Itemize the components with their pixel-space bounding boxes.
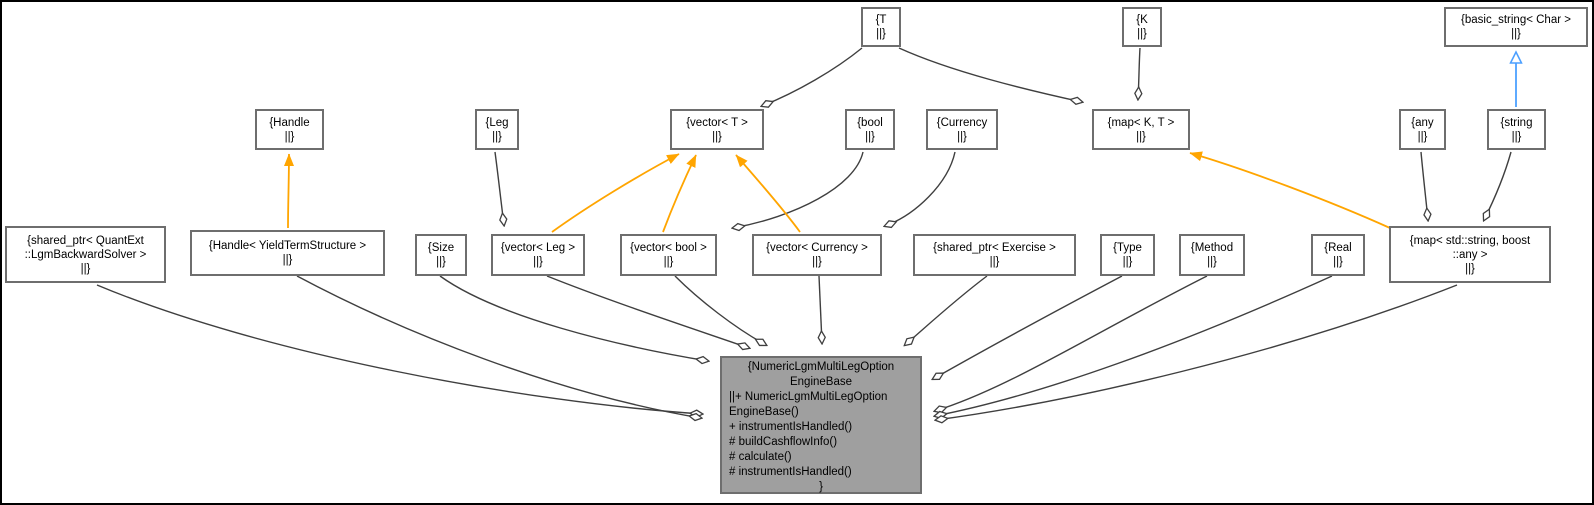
edge-t-to-map-kt xyxy=(898,47,1082,102)
central-line: EngineBase xyxy=(789,376,853,388)
edge-sharedptr-lgm-to-central xyxy=(96,284,702,414)
edge-real-to-central xyxy=(935,275,1333,416)
edge-vector-bool-to-central xyxy=(674,275,766,345)
central-line: } xyxy=(819,481,823,493)
node-handle[interactable]: {Handle ||} xyxy=(255,109,324,150)
edge-vector-currency-to-central xyxy=(819,275,822,343)
edge-type-to-central xyxy=(933,275,1123,379)
edge-handle-yts-to-central xyxy=(296,275,701,418)
node-vector-leg[interactable]: {vector< Leg > ||} xyxy=(491,234,585,276)
central-line: # calculate() xyxy=(729,451,792,463)
node-string[interactable]: {string ||} xyxy=(1487,109,1546,150)
node-vector-t[interactable]: {vector< T > ||} xyxy=(670,109,764,150)
edge-string-to-map-ss xyxy=(1484,151,1512,220)
node-vector-bool[interactable]: {vector< bool > ||} xyxy=(620,234,717,276)
central-line: {NumericLgmMultiLegOption xyxy=(747,361,895,373)
edge-map-ss-to-map-kt xyxy=(1189,151,1391,229)
node-basic-string[interactable]: {basic_string< Char > ||} xyxy=(1444,7,1588,47)
edge-bool-to-vector-bool xyxy=(733,151,864,228)
edge-method-to-central xyxy=(935,275,1208,411)
central-line: + instrumentIsHandled() xyxy=(729,421,853,433)
node-map-std-string-boost-any[interactable]: {map< std::string, boost ::any > ||} xyxy=(1389,226,1551,283)
edge-vector-currency-to-vector-t xyxy=(735,154,801,233)
edge-vector-leg-to-central xyxy=(546,275,749,348)
edge-vector-leg-to-vector-t xyxy=(551,153,680,233)
edge-map-ss-to-central xyxy=(936,284,1458,420)
node-type[interactable]: {Type ||} xyxy=(1100,234,1155,276)
central-line: EngineBase() xyxy=(729,406,799,418)
node-handle-yield-term-structure[interactable]: {Handle< YieldTermStructure > ||} xyxy=(190,230,385,276)
edge-size-to-central xyxy=(439,275,708,361)
node-numeric-lgm-multi-leg-option-engine-base: {NumericLgmMultiLegOption EngineBase ||+… xyxy=(720,356,922,494)
edge-handle-yts-to-handle xyxy=(283,153,294,229)
edge-sharedptr-exercise-to-central xyxy=(905,275,988,345)
node-any[interactable]: {any ||} xyxy=(1399,109,1446,150)
central-line: # instrumentIsHandled() xyxy=(729,466,852,478)
node-method[interactable]: {Method ||} xyxy=(1179,234,1245,276)
edge-leg-to-vector-leg xyxy=(494,151,504,225)
node-real[interactable]: {Real ||} xyxy=(1311,234,1365,276)
node-size[interactable]: {Size ||} xyxy=(415,234,467,276)
node-shared-ptr-exercise[interactable]: {shared_ptr< Exercise > ||} xyxy=(913,234,1076,276)
edge-currency-to-vector-currency xyxy=(885,151,956,226)
node-currency[interactable]: {Currency ||} xyxy=(926,109,998,150)
edge-k-to-map-kt xyxy=(1138,47,1140,99)
edge-vector-bool-to-vector-t xyxy=(662,154,697,233)
node-leg[interactable]: {Leg ||} xyxy=(475,109,519,150)
node-map-kt[interactable]: {map< K, T > ||} xyxy=(1092,109,1190,150)
node-t[interactable]: {T ||} xyxy=(861,7,901,47)
central-line: # buildCashflowInfo() xyxy=(729,436,838,448)
edge-t-to-vector-t xyxy=(762,47,863,106)
central-line: ||+ NumericLgmMultiLegOption xyxy=(729,391,888,403)
node-k[interactable]: {K ||} xyxy=(1122,7,1162,47)
node-vector-currency[interactable]: {vector< Currency > ||} xyxy=(752,234,882,276)
node-shared-ptr-lgm-backward-solver[interactable]: {shared_ptr< QuantExt ::LgmBackwardSolve… xyxy=(5,226,166,283)
edge-any-to-map-ss xyxy=(1420,151,1428,220)
node-bool[interactable]: {bool ||} xyxy=(845,109,895,150)
